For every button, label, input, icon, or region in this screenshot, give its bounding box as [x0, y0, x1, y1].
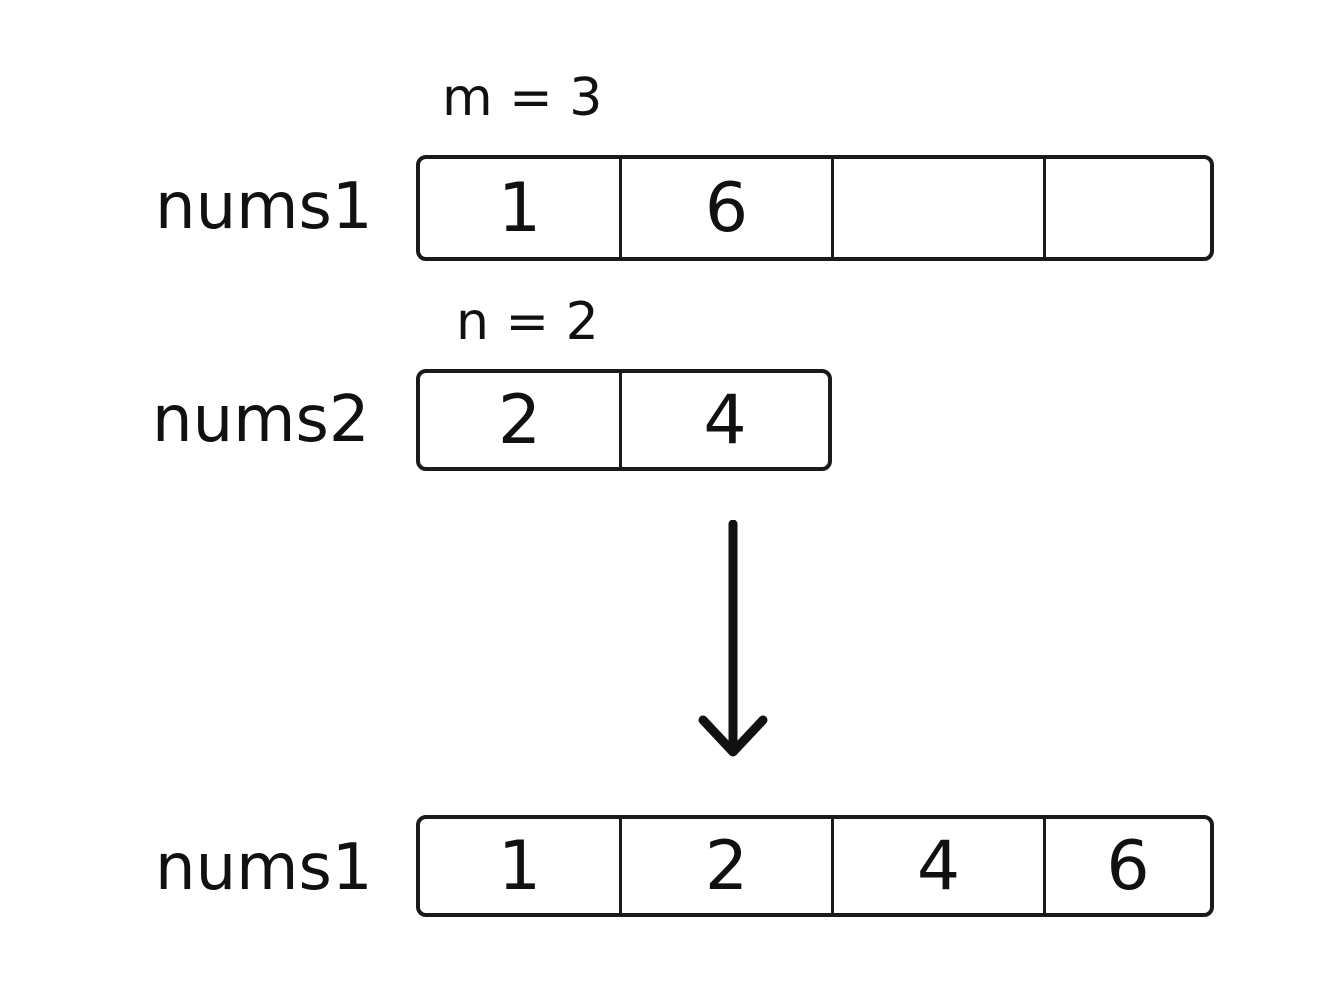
- nums1-array-top: 1 6: [416, 155, 1214, 261]
- array-cell: [834, 159, 1046, 257]
- array-cell: 2: [420, 373, 622, 467]
- array-cell: 1: [420, 159, 622, 257]
- nums1-label-top: nums1: [155, 170, 373, 244]
- down-arrow-icon: [698, 520, 768, 757]
- nums2-label: nums2: [152, 383, 370, 457]
- nums1-array-bottom: 1 2 4 6: [416, 815, 1214, 917]
- array-cell: 6: [1106, 826, 1150, 906]
- nums1-label-bottom: nums1: [155, 831, 373, 905]
- array-cell: 1: [420, 819, 622, 913]
- array-cell: 4: [703, 380, 747, 460]
- array-cell: 4: [834, 819, 1046, 913]
- array-cell: [1046, 159, 1210, 257]
- m-label: m = 3: [442, 68, 603, 128]
- array-cell: 2: [622, 819, 834, 913]
- array-cell: 6: [622, 159, 834, 257]
- nums2-array: 2 4: [416, 369, 832, 471]
- n-label: n = 2: [456, 292, 599, 352]
